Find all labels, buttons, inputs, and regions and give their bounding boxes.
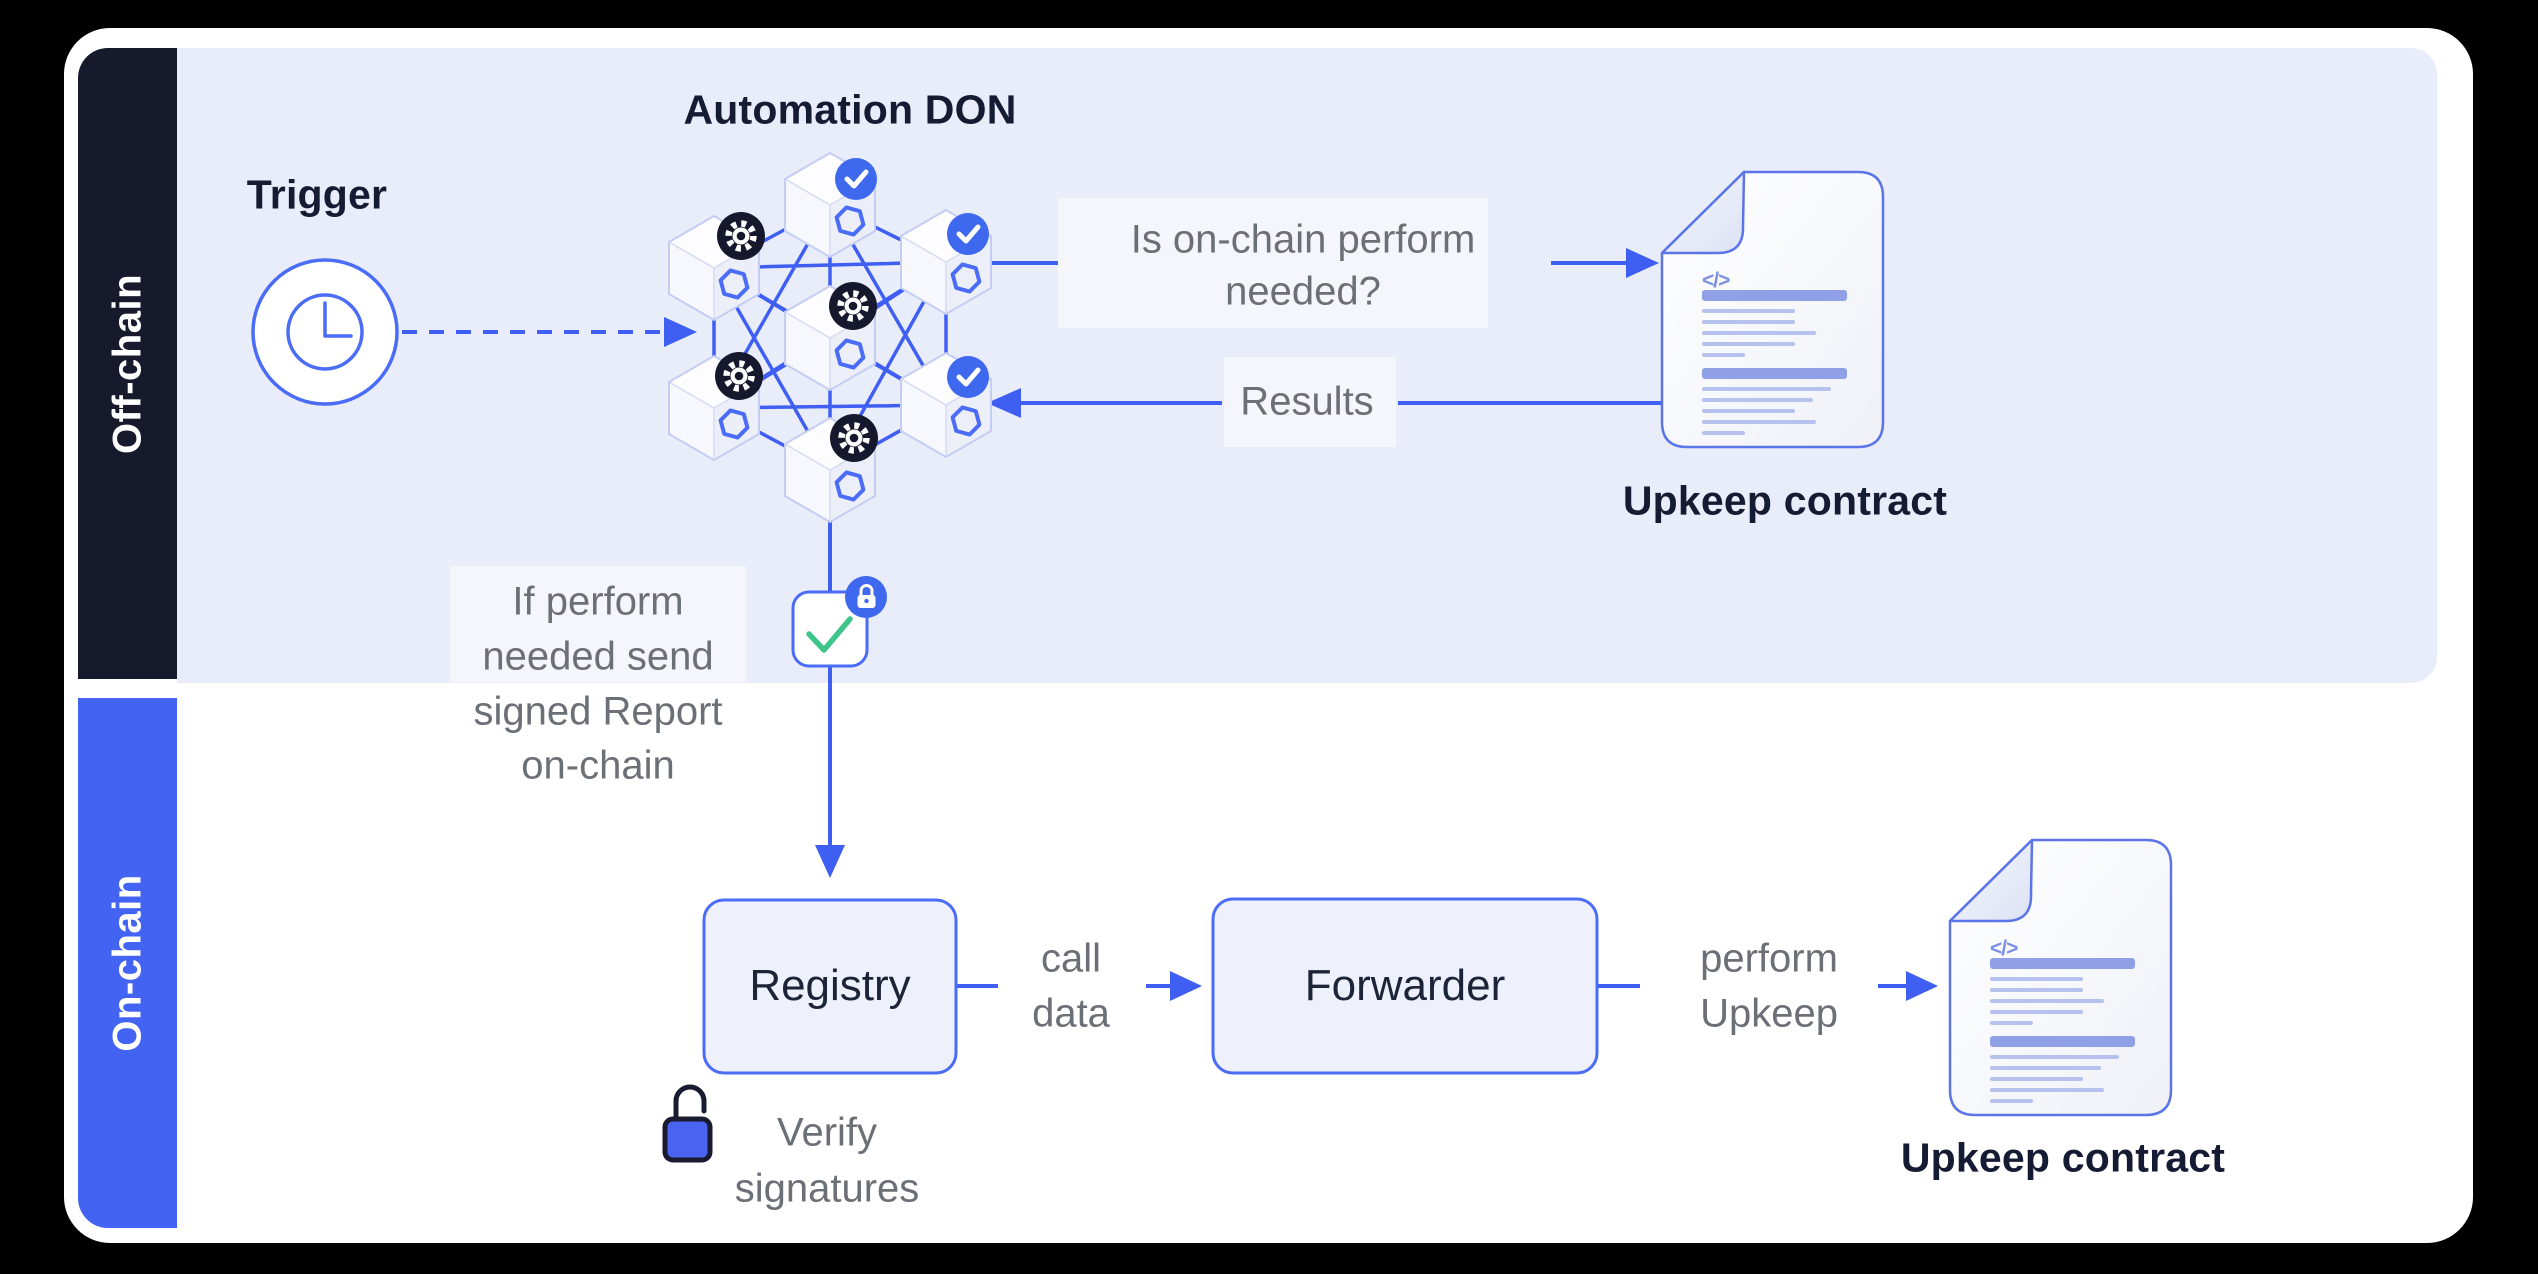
question-arrowhead-icon <box>1626 248 1659 278</box>
report-note-backdrop <box>450 566 746 682</box>
verify-signatures-line-2: signatures <box>734 1166 920 1211</box>
upkeep-contract-label-top: Upkeep contract <box>1622 477 1948 524</box>
perform-arrowhead-icon <box>1906 971 1938 1001</box>
check-badge-icon <box>947 356 989 398</box>
registry-box <box>702 898 958 1075</box>
report-arrowhead-icon <box>815 845 845 878</box>
calldata-arrowhead-icon <box>1170 971 1202 1001</box>
perform-upkeep-line-1: perform <box>1700 936 1838 981</box>
trigger-label: Trigger <box>246 171 388 218</box>
report-note-line-4: on-chain <box>521 743 675 788</box>
call-data-line-2: data <box>1032 991 1110 1036</box>
perform-upkeep-line-2: Upkeep <box>1700 991 1838 1036</box>
report-note-line-3: signed Report <box>473 689 723 734</box>
gear-badge-icon <box>717 212 765 260</box>
question-line-1: Is on-chain perform <box>1130 217 1476 262</box>
call-data-line-1: call <box>1040 936 1102 981</box>
flow-arrows <box>402 248 1938 1001</box>
onchain-band: On-chain <box>78 698 177 1228</box>
clock-icon <box>251 258 399 406</box>
registry-label: Registry <box>749 961 911 1010</box>
gear-badge-icon <box>830 414 878 462</box>
gear-badge-icon <box>829 282 877 330</box>
trigger-arrowhead-icon <box>664 317 697 347</box>
results-label: Results <box>1240 379 1374 424</box>
report-note-line-2: needed send <box>482 634 714 679</box>
forwarder-box <box>1211 897 1599 1075</box>
check-badge-icon <box>835 158 877 200</box>
don-title: Automation DON <box>683 86 1017 133</box>
code-icon: </> <box>1990 937 2018 960</box>
offchain-band: Off-chain <box>78 48 177 679</box>
unlock-icon <box>662 1084 713 1163</box>
gear-badge-icon <box>715 352 763 400</box>
document-icon <box>1948 838 2173 1117</box>
document-icon <box>1660 170 1885 449</box>
report-note-line-1: If perform <box>512 579 684 624</box>
check-badge-icon <box>947 213 989 255</box>
results-backdrop <box>1224 357 1396 447</box>
code-icon: </> <box>1702 269 1730 292</box>
question-line-2: needed? <box>1225 269 1381 314</box>
lock-badge-icon <box>845 576 887 618</box>
results-arrowhead-icon <box>987 388 1021 418</box>
signed-report-icon <box>791 576 887 668</box>
question-backdrop <box>1058 198 1488 328</box>
forwarder-label: Forwarder <box>1304 961 1506 1010</box>
upkeep-contract-label-bottom: Upkeep contract <box>1900 1134 2226 1181</box>
verify-signatures-line-1: Verify <box>776 1110 878 1155</box>
